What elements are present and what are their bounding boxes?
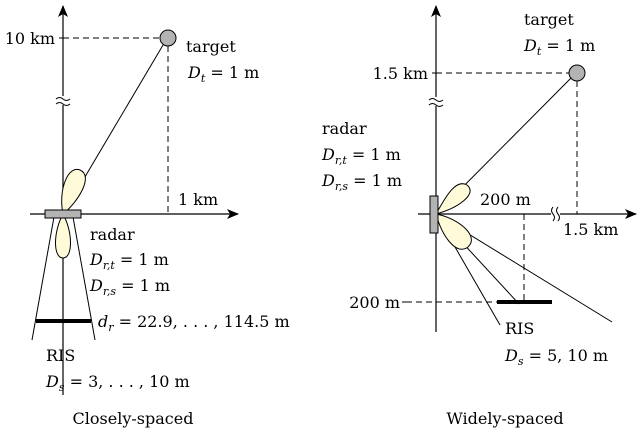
left-radar-drs: Dr,s = 1 m — [89, 276, 170, 298]
left-radar-array — [44, 209, 82, 219]
left-target-marker — [159, 29, 177, 47]
right-x-axis-break — [551, 206, 560, 222]
left-ris-cone-left — [31, 216, 55, 341]
left-target-label: target — [186, 37, 236, 56]
right-radar-array — [429, 195, 439, 234]
left-upward-beam-lobe — [61, 168, 86, 215]
right-ris-beam-lobe — [435, 213, 472, 250]
left-downward-beam-lobe — [55, 212, 71, 259]
right-y-tick-bottom-label: 200 m — [349, 293, 400, 312]
right-radar-drt: Dr,t = 1 m — [321, 145, 401, 167]
closely-spaced-panel: 10 km 1 km target Dt = 1 m radar Dr,t = … — [5, 5, 290, 428]
left-ris-cone-right — [72, 216, 96, 341]
right-caption: Widely-spaced — [446, 409, 563, 428]
right-target-marker — [568, 64, 586, 82]
left-radar-drt: Dr,t = 1 m — [89, 250, 169, 272]
right-target-label: target — [524, 10, 574, 29]
left-distance-dr: dr = 22.9, . . . , 114.5 m — [98, 312, 290, 334]
right-ris-label: RIS — [505, 319, 534, 338]
right-target-size: Dt = 1 m — [523, 36, 595, 58]
right-radar-drs: Dr,s = 1 m — [321, 171, 402, 193]
left-radar-label: radar — [90, 225, 135, 244]
left-ris-label: RIS — [46, 346, 75, 365]
right-x-tick-near-label: 200 m — [480, 190, 531, 209]
right-y-tick-top-label: 1.5 km — [373, 64, 428, 83]
left-x-tick-label: 1 km — [178, 190, 218, 209]
right-y-axis-break — [428, 97, 444, 107]
widely-spaced-panel: target Dt = 1 m 1.5 km radar Dr,t = 1 m … — [321, 5, 637, 428]
right-target-beam-lobe — [434, 183, 471, 215]
right-radar-label: radar — [322, 119, 367, 138]
left-y-tick-label: 10 km — [5, 29, 55, 48]
left-y-axis-break — [55, 96, 71, 106]
left-caption: Closely-spaced — [73, 409, 194, 428]
left-ris-size: Ds = 3, . . . , 10 m — [45, 372, 190, 394]
right-x-tick-far-label: 1.5 km — [563, 220, 618, 239]
right-ris-size: Ds = 5, 10 m — [504, 346, 608, 368]
left-target-size: Dt = 1 m — [187, 63, 259, 85]
